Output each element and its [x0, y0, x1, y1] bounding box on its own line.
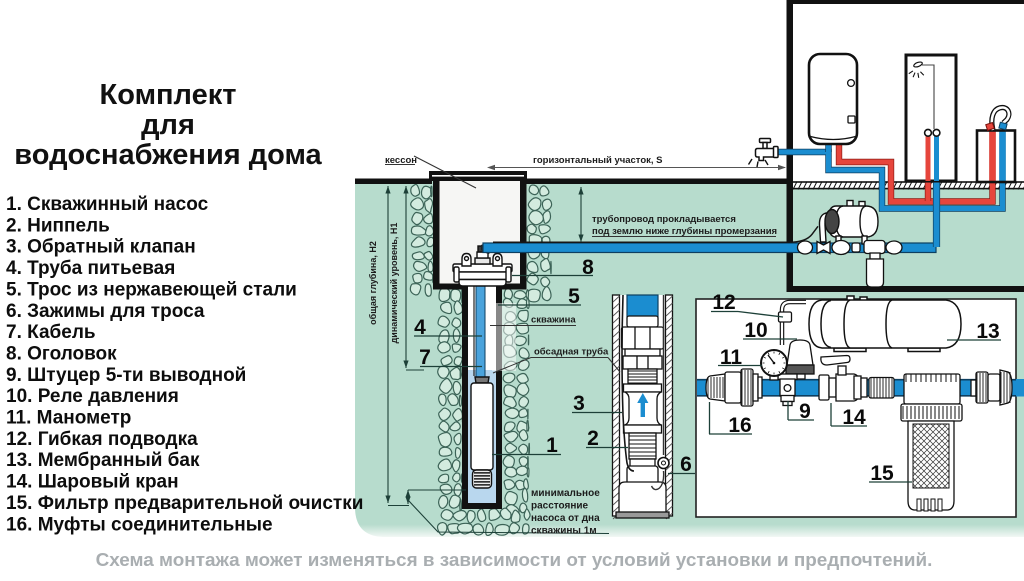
- svg-text:горизонтальный участок, S: горизонтальный участок, S: [533, 155, 663, 166]
- svg-text:обсадная труба: обсадная труба: [534, 347, 609, 358]
- svg-text:Комплект: Комплект: [100, 79, 237, 111]
- svg-text:под землю ниже глубины про: под землю ниже глубины промерзания: [592, 226, 777, 237]
- svg-text:15. Фильтр предварительной очи: 15. Фильтр предварительной очистки: [6, 493, 363, 514]
- svg-text:для: для: [141, 109, 195, 141]
- svg-text:6. Зажимы для троса: 6. Зажимы для троса: [6, 301, 205, 322]
- svg-text:трубопровод прокладывается: трубопровод прокладывается: [592, 214, 736, 225]
- svg-text:минимальное: минимальное: [531, 488, 600, 499]
- svg-text:3: 3: [573, 392, 585, 415]
- svg-text:4. Труба питьевая: 4. Труба питьевая: [6, 258, 175, 279]
- svg-text:12. Гибкая подводка: 12. Гибкая подводка: [6, 429, 198, 450]
- svg-text:общая глубина, Н2: общая глубина, Н2: [368, 241, 378, 325]
- svg-text:5. Трос из нержавеющей стали: 5. Трос из нержавеющей стали: [6, 279, 297, 300]
- svg-text:1. Скважинный насос: 1. Скважинный насос: [6, 194, 209, 215]
- svg-text:кессон: кессон: [385, 155, 417, 166]
- svg-text:насоса от дна: насоса от дна: [531, 513, 600, 524]
- svg-text:13. Мембранный бак: 13. Мембранный бак: [6, 450, 200, 471]
- svg-text:2. Ниппель: 2. Ниппель: [6, 215, 110, 236]
- svg-text:расстояние: расстояние: [531, 501, 589, 512]
- svg-text:Схема монтажа может изменяться: Схема монтажа может изменяться в зависим…: [96, 550, 933, 571]
- svg-text:14. Шаровый кран: 14. Шаровый кран: [6, 472, 179, 493]
- svg-text:3. Обратный клапан: 3. Обратный клапан: [6, 237, 196, 258]
- svg-text:скважина: скважина: [531, 315, 576, 326]
- svg-text:10. Реле давления: 10. Реле давления: [6, 386, 179, 407]
- svg-text:1: 1: [546, 434, 558, 457]
- svg-text:9. Штуцер 5-ти выводной: 9. Штуцер 5-ти выводной: [6, 365, 246, 386]
- svg-text:11. Манометр: 11. Манометр: [6, 408, 131, 429]
- svg-text:скважины 1м: скважины 1м: [531, 526, 597, 537]
- svg-text:12: 12: [712, 291, 735, 314]
- svg-text:6: 6: [680, 453, 692, 476]
- svg-text:7: 7: [419, 346, 431, 369]
- svg-text:2: 2: [587, 427, 599, 450]
- svg-text:динамический уровень, Н1: динамический уровень, Н1: [389, 223, 399, 344]
- svg-text:8. Оголовок: 8. Оголовок: [6, 343, 117, 364]
- svg-text:водоснабжения дома: водоснабжения дома: [14, 139, 322, 171]
- svg-text:7. Кабель: 7. Кабель: [6, 322, 96, 343]
- svg-text:16. Муфты соединительные: 16. Муфты соединительные: [6, 514, 273, 535]
